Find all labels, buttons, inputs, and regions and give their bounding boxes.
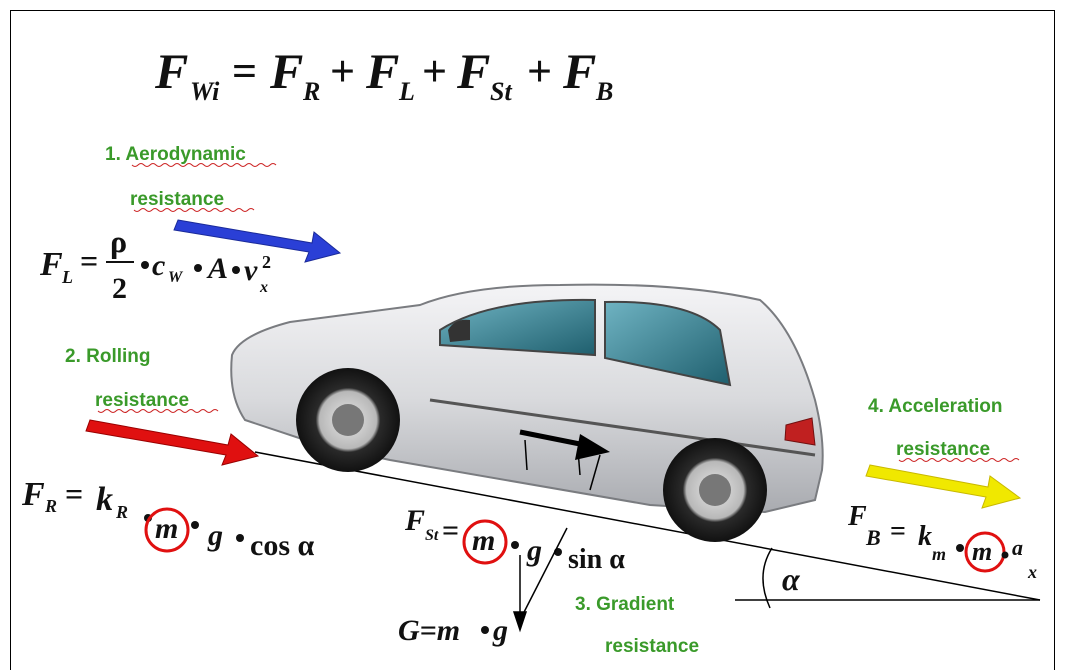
fr-mass-circle (144, 507, 190, 553)
fr-k: k (96, 481, 113, 518)
fl-sub: L (61, 267, 73, 287)
main-formula-term-1-sub: R (302, 77, 320, 106)
fr-k-sub: R (115, 502, 128, 522)
fb-dot-1 (956, 544, 964, 552)
fl-dot-2 (194, 264, 202, 272)
car-tail-light (784, 417, 816, 446)
fl-denominator: 2 (112, 272, 127, 305)
angle-arc (762, 547, 773, 609)
main-formula-lhs-sub: Wi (190, 77, 220, 106)
yellow-arrow (865, 464, 1022, 509)
fst-mass-circle (462, 519, 508, 565)
fb-a-sub: x (1027, 562, 1037, 582)
formula-gradient: F St = m g sin α (404, 504, 625, 575)
fb-a: a (1012, 535, 1023, 560)
black-arrow-head (575, 434, 610, 460)
car-side-trim (429, 398, 816, 457)
label-aerodynamic-line1: 1. Aerodynamic (105, 144, 246, 165)
fst-sin: sin α (568, 544, 625, 575)
label-aerodynamic-line2: resistance (130, 189, 224, 210)
label-acceleration-line2: resistance (896, 439, 990, 460)
main-formula-plus-2: + (422, 47, 447, 96)
blue-arrow-shape (173, 219, 342, 263)
main-formula-term-1: F (269, 43, 303, 99)
formula-aerodynamic: F L = ρ 2 c W A v x 2 (39, 223, 271, 305)
fr-dot-2 (191, 521, 199, 529)
main-formula-term-2: F (365, 43, 399, 99)
yellow-arrow-shape (865, 464, 1022, 509)
fb-k: k (918, 521, 932, 552)
car-rear-hub (699, 474, 731, 506)
fr-cos: cos α (250, 529, 314, 562)
main-formula-term-2-sub: L (398, 77, 415, 106)
gravity-arrow-head (512, 611, 528, 633)
fb-mass: m (972, 537, 992, 566)
black-arrow-group (519, 429, 610, 491)
main-formula-plus-1: + (330, 47, 355, 96)
red-arrow (85, 419, 260, 466)
fl-velocity-sup: 2 (262, 252, 271, 272)
fst-g: g (526, 534, 542, 567)
fst-sub: St (425, 527, 439, 544)
fr-sub: R (44, 496, 57, 516)
main-formula-plus-3: + (527, 47, 552, 96)
formula-weight: G=m g (398, 614, 508, 647)
car-illustration (230, 283, 824, 542)
main-formula-term-3-sub: St (490, 77, 512, 106)
main-formula-term-3: F (456, 43, 490, 99)
spellcheck-underlines (97, 163, 1020, 462)
fl-velocity: v (244, 254, 258, 287)
angle-alpha: α (782, 561, 801, 597)
red-arrow-shape (85, 419, 260, 466)
fl-dot-3 (232, 266, 240, 274)
label-rolling-line1: 2. Rolling (65, 346, 151, 367)
fr-equals: = (65, 476, 83, 512)
main-formula: F Wi = F R + F L + F St + F B (154, 43, 613, 106)
fr-lhs: F (21, 476, 45, 513)
car-mirror (448, 319, 470, 342)
fl-dot-1 (141, 261, 149, 269)
force-decomposition (512, 527, 568, 633)
label-gradient-line2: resistance (605, 636, 699, 657)
fb-lhs: F (847, 501, 867, 532)
fl-cw-sub: W (168, 269, 184, 286)
fl-equals: = (80, 243, 98, 279)
label-rolling-line2: resistance (95, 390, 189, 411)
main-formula-term-4-sub: B (595, 77, 613, 106)
g-formula-text: G=m (398, 614, 460, 647)
fl-numerator: ρ (110, 223, 127, 259)
main-formula-equals: = (232, 47, 257, 96)
blue-arrow (173, 219, 342, 263)
fst-dot-1 (511, 541, 519, 549)
formula-rolling: F R = k R m g cos α (21, 476, 314, 562)
fl-velocity-sub: x (259, 279, 268, 296)
fl-lhs: F (39, 246, 63, 283)
g-formula-g: g (492, 614, 508, 647)
fb-k-sub: m (932, 544, 946, 564)
fb-dot-2 (1001, 551, 1009, 559)
fst-equals: = (442, 514, 459, 547)
diagram-frame (10, 10, 1055, 670)
fl-cw: c (152, 249, 165, 282)
car-front-hub (332, 404, 364, 436)
car-rear-window (604, 300, 732, 387)
fb-equals: = (890, 516, 906, 547)
main-formula-term-4: F (562, 43, 596, 99)
label-acceleration-line1: 4. Acceleration (868, 396, 1002, 417)
fst-mass: m (472, 524, 495, 557)
fl-area: A (206, 252, 228, 285)
fst-lhs: F (404, 504, 425, 537)
fb-sub: B (865, 525, 881, 550)
fr-g: g (207, 519, 223, 552)
formula-acceleration: F B = k m m a x (847, 501, 1037, 582)
g-formula-dot (481, 626, 489, 634)
fr-dot-3 (236, 534, 244, 542)
car-front-window (439, 298, 596, 357)
main-formula-lhs: F (154, 43, 188, 99)
fr-mass: m (155, 512, 178, 545)
slope-line (254, 451, 1041, 601)
label-gradient-line1: 3. Gradient (575, 594, 675, 615)
